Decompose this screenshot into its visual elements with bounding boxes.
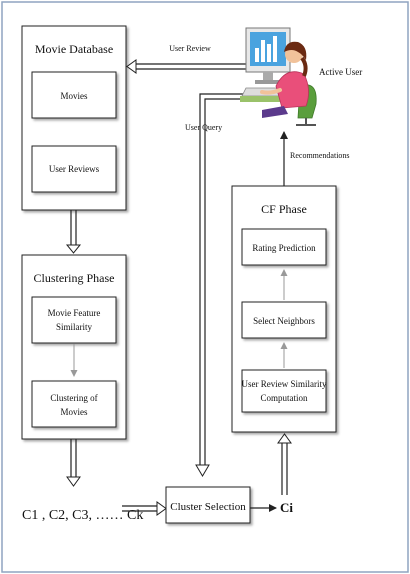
clustering-phase-box: Clustering Phase Movie Feature Similarit… bbox=[21, 254, 127, 440]
user-reviews-box bbox=[31, 145, 117, 193]
cf-phase-title: CF Phase bbox=[261, 202, 307, 216]
active-user-label: Active User bbox=[319, 67, 362, 77]
feature-similarity-line2: Similarity bbox=[56, 322, 93, 332]
feature-similarity-line1: Movie Feature bbox=[48, 308, 101, 318]
arrow-clusters-to-selection bbox=[122, 501, 167, 516]
arrow-user-query bbox=[195, 93, 250, 477]
computer-user-icon bbox=[240, 27, 317, 126]
recommendations-label: Recommendations bbox=[290, 151, 350, 160]
user-reviews-label: User Reviews bbox=[49, 164, 100, 174]
select-neighbors-label: Select Neighbors bbox=[253, 316, 315, 326]
movies-label: Movies bbox=[61, 91, 88, 101]
clusters-label: C1 , C2, C3, …… Ck bbox=[22, 508, 143, 523]
rating-prediction-box bbox=[241, 228, 327, 266]
cf-phase-box: CF Phase Rating Prediction Select Neighb… bbox=[231, 185, 337, 433]
arrow-user-review bbox=[126, 59, 250, 74]
arrow-ci-to-cf-phase bbox=[277, 433, 292, 495]
ci-label: Ci bbox=[280, 500, 293, 515]
clustering-movies-line1: Clustering of bbox=[50, 393, 97, 403]
user-review-label: User Review bbox=[169, 44, 211, 53]
rating-prediction-label: Rating Prediction bbox=[252, 243, 316, 253]
cluster-selection-box: Cluster Selection bbox=[165, 486, 251, 524]
similarity-computation-line2: Computation bbox=[261, 393, 308, 403]
clustering-movies-line2: Movies bbox=[61, 407, 88, 417]
arrow-clustering-to-clusters bbox=[66, 439, 81, 487]
feature-similarity-box bbox=[31, 296, 117, 344]
movie-database-title: Movie Database bbox=[35, 42, 113, 56]
movie-database-box: Movie Database Movies User Reviews bbox=[21, 25, 127, 211]
similarity-computation-box bbox=[241, 369, 327, 413]
clustering-phase-title: Clustering Phase bbox=[34, 271, 115, 285]
user-query-label: User Query bbox=[185, 123, 222, 132]
arrow-db-to-clustering bbox=[65, 210, 82, 254]
similarity-computation-line1: User Review Similarity bbox=[242, 379, 327, 389]
cluster-selection-label: Cluster Selection bbox=[170, 501, 246, 513]
clustering-movies-box bbox=[31, 380, 117, 428]
select-neighbors-box bbox=[241, 301, 327, 339]
movies-box bbox=[31, 71, 117, 119]
